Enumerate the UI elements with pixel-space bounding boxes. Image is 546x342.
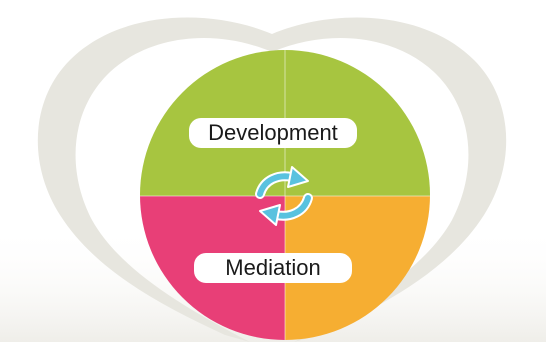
cycle-arrows-icon: [255, 166, 313, 226]
mediation-label: Mediation: [194, 253, 352, 283]
development-label: Development: [189, 118, 357, 148]
circle-group: [140, 50, 430, 340]
